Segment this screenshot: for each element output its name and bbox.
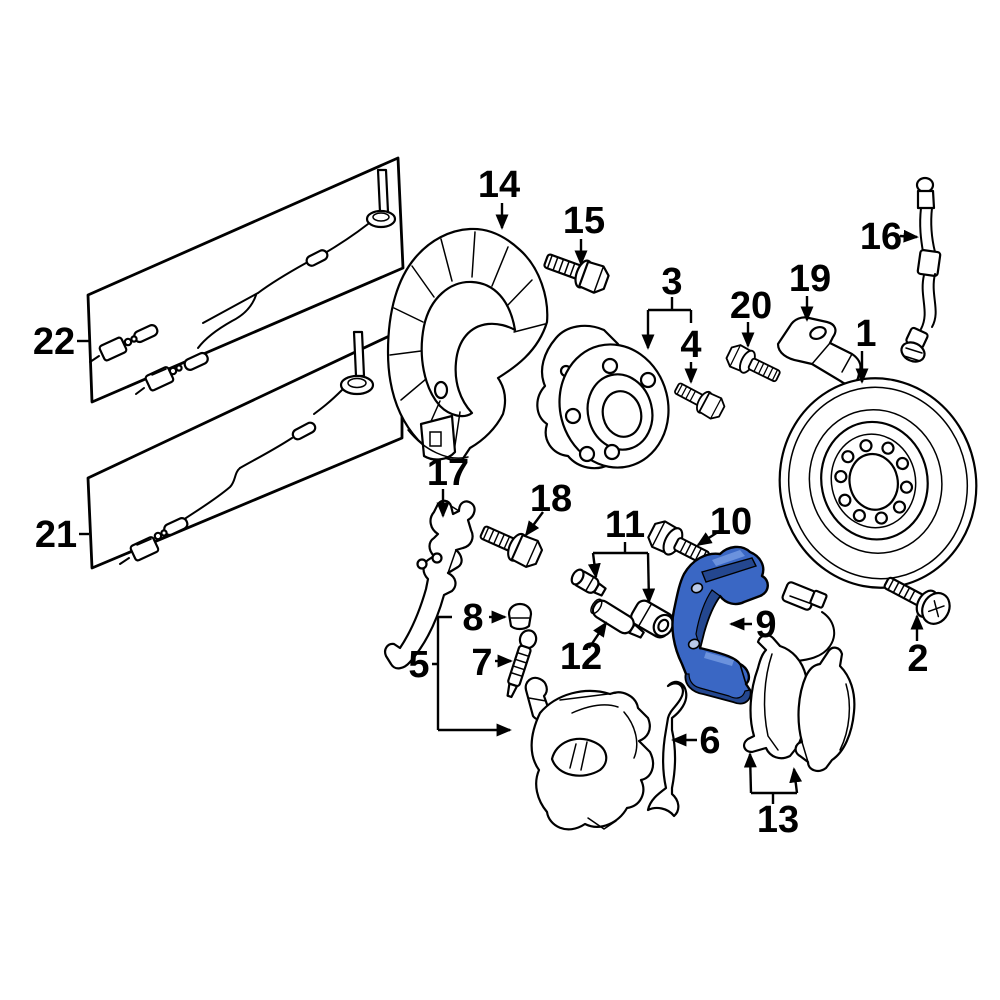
leader-10 bbox=[696, 528, 722, 547]
leader-11-right bbox=[642, 552, 656, 604]
callout-4: 4 bbox=[680, 324, 701, 366]
guide-bushing bbox=[630, 599, 674, 639]
leader-3 bbox=[648, 297, 693, 323]
leader-18 bbox=[524, 511, 544, 537]
abs-sensor-bolt bbox=[725, 344, 781, 383]
callout-6: 6 bbox=[699, 720, 720, 762]
guide-pin bbox=[590, 598, 645, 639]
leader-11 bbox=[593, 542, 648, 555]
callout-1: 1 bbox=[855, 313, 876, 355]
callout-17: 17 bbox=[427, 452, 469, 494]
callout-12: 12 bbox=[560, 636, 602, 678]
hub-lug-holes bbox=[564, 357, 657, 463]
brake-pad-outer bbox=[794, 646, 856, 772]
shield-bolt bbox=[543, 253, 610, 294]
callout-3: 3 bbox=[661, 261, 682, 303]
wheel-speed-sensor-wire-upper bbox=[89, 168, 397, 395]
bracket-hole-top bbox=[690, 582, 704, 594]
callout-14: 14 bbox=[478, 164, 520, 206]
callout-18: 18 bbox=[530, 478, 572, 520]
harness-box-lower bbox=[86, 328, 404, 570]
callout-16: 16 bbox=[860, 216, 902, 258]
caliper-bracket-highlighted bbox=[671, 545, 769, 705]
callout-15: 15 bbox=[563, 200, 605, 242]
callout-21: 21 bbox=[35, 514, 77, 556]
leader-13-left bbox=[743, 752, 757, 794]
bleeder-screw bbox=[506, 629, 538, 699]
bracket-hole-bottom bbox=[687, 638, 701, 650]
callout-13: 13 bbox=[757, 799, 799, 841]
leader-lines bbox=[77, 203, 924, 804]
brake-pad-inner bbox=[742, 634, 809, 760]
callout-10: 10 bbox=[710, 501, 752, 543]
brake-pads bbox=[742, 581, 856, 772]
leader-12 bbox=[588, 621, 608, 649]
leader-13 bbox=[751, 791, 797, 804]
callout-20: 20 bbox=[730, 285, 772, 327]
brake-rotor bbox=[778, 377, 978, 589]
callout-labels: 1 2 3 4 5 6 7 8 9 10 11 12 13 14 15 16 1… bbox=[33, 164, 929, 841]
callout-19: 19 bbox=[789, 258, 831, 300]
wheel-speed-sensor-wire-lower bbox=[119, 330, 375, 565]
pad-retaining-clip bbox=[646, 680, 688, 818]
leader-11-left bbox=[587, 552, 601, 579]
bracket-shade-arm bbox=[695, 589, 721, 651]
brake-caliper bbox=[524, 676, 655, 831]
wheel-hub bbox=[536, 324, 670, 470]
hose-bracket bbox=[384, 499, 476, 670]
shield-slots bbox=[389, 231, 546, 453]
bracket-shade-top bbox=[701, 557, 757, 583]
rotor-screw bbox=[883, 576, 951, 625]
leader-13-right bbox=[789, 767, 803, 794]
leader-5 bbox=[432, 615, 452, 730]
bracket-shade-bottom bbox=[685, 673, 751, 704]
bleeder-cap bbox=[507, 602, 533, 631]
splash-shield bbox=[386, 227, 549, 462]
bracket-light-top bbox=[712, 550, 745, 566]
brake-hose bbox=[900, 176, 942, 363]
callout-11: 11 bbox=[605, 504, 645, 546]
rotor-lug-holes bbox=[834, 439, 914, 525]
pad-wear-sensor bbox=[781, 581, 836, 662]
leader-16 bbox=[899, 229, 919, 243]
callout-7: 7 bbox=[471, 642, 492, 684]
callout-2: 2 bbox=[907, 638, 928, 680]
caliper-bracket-bolt bbox=[647, 520, 710, 565]
harness-box-upper bbox=[86, 156, 405, 404]
callout-8: 8 bbox=[462, 597, 483, 639]
bracket-light-bottom bbox=[704, 652, 734, 666]
callout-5: 5 bbox=[408, 644, 429, 686]
callout-22: 22 bbox=[33, 321, 75, 363]
hose-bracket-bolt bbox=[479, 525, 544, 568]
callout-9: 9 bbox=[755, 604, 776, 646]
hub-bolt bbox=[674, 382, 726, 420]
